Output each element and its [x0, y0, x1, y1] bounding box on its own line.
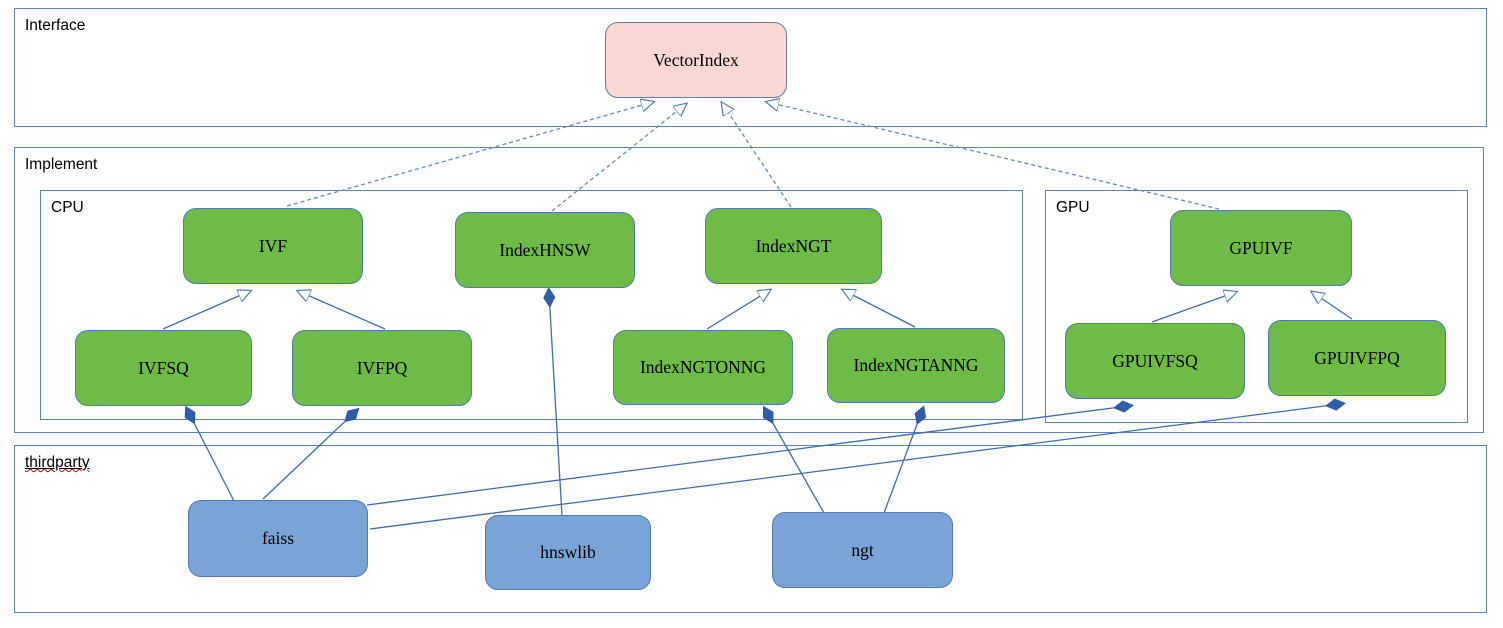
node-indexngt: IndexNGT: [705, 208, 882, 284]
container-gpu-label: GPU: [1056, 199, 1090, 216]
node-indexngt-label: IndexNGT: [755, 235, 832, 256]
node-gpuivf-label: GPUIVF: [1229, 237, 1293, 258]
node-gpuivfsq-label: GPUIVFSQ: [1112, 350, 1198, 371]
node-ngt: ngt: [772, 512, 953, 588]
node-gpuivfsq: GPUIVFSQ: [1065, 323, 1245, 399]
thirdparty-misspelling-squiggle: thirdparty: [25, 454, 90, 471]
container-thirdparty-label: thirdparty: [25, 454, 90, 472]
node-gpuivf: GPUIVF: [1170, 210, 1352, 286]
node-hnswlib: hnswlib: [485, 515, 651, 590]
container-cpu-label: CPU: [51, 199, 84, 216]
node-faiss: faiss: [188, 500, 368, 577]
node-vectorindex: VectorIndex: [605, 22, 787, 98]
container-implement-label: Implement: [25, 156, 98, 173]
node-indexngtanng-label: IndexNGTANNG: [853, 355, 979, 375]
node-ivfsq-label: IVFSQ: [138, 357, 189, 378]
node-vectorindex-label: VectorIndex: [653, 49, 739, 70]
node-ivfpq: IVFPQ: [292, 330, 472, 406]
node-ivfpq-label: IVFPQ: [356, 357, 408, 378]
node-ivf-label: IVF: [258, 235, 288, 256]
node-hnswlib-label: hnswlib: [540, 542, 596, 562]
container-interface-label: Interface: [25, 17, 86, 34]
node-indexngtanng: IndexNGTANNG: [827, 328, 1005, 403]
node-gpuivfpq-label: GPUIVFPQ: [1314, 347, 1400, 368]
node-ivfsq: IVFSQ: [75, 330, 252, 406]
node-gpuivfpq: GPUIVFPQ: [1268, 320, 1446, 396]
node-indexngtonng: IndexNGTONNG: [613, 330, 793, 405]
node-ivf: IVF: [183, 208, 363, 284]
node-indexngtonng-label: IndexNGTONNG: [639, 357, 767, 377]
node-ngt-label: ngt: [851, 539, 874, 560]
node-faiss-label: faiss: [261, 528, 295, 548]
node-indexhnsw-label: IndexHNSW: [499, 239, 591, 260]
node-indexhnsw: IndexHNSW: [455, 212, 635, 288]
